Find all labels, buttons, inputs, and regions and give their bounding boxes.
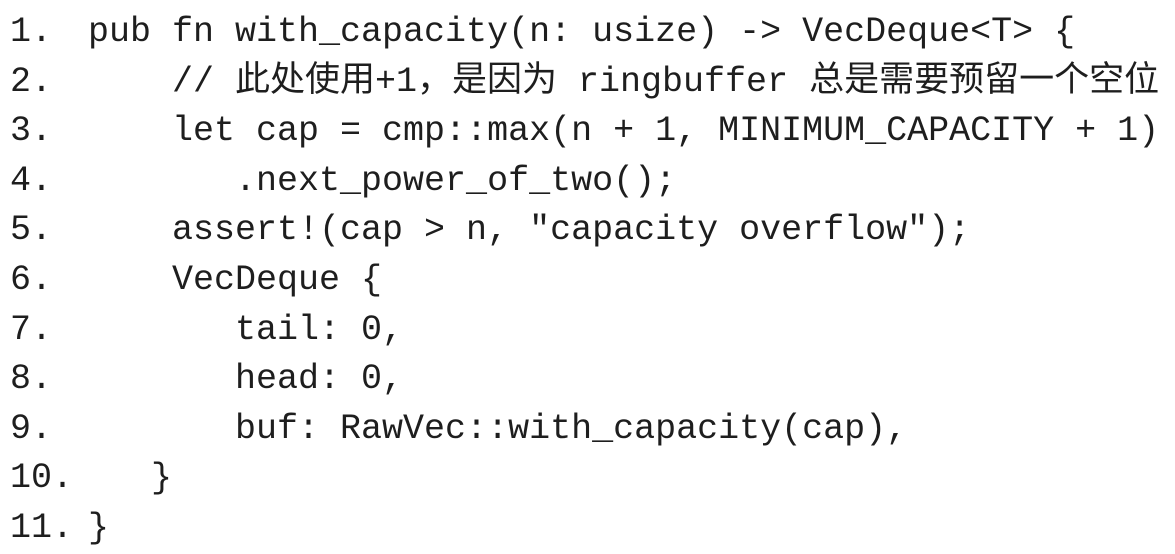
line-number: 3. [10,111,53,152]
code-text: } [88,507,110,548]
code-text: buf: RawVec::with_capacity(cap), [88,408,908,449]
line-number: 5. [10,210,53,251]
line-number: 10. [10,458,74,499]
code-text: } [88,458,173,499]
code-text: .next_power_of_two(); [88,160,677,201]
line-number: 9. [10,408,53,449]
code-text: tail: 0, [88,309,404,350]
code-text: head: 0, [88,359,404,400]
line-number: 6. [10,259,53,300]
code-text: VecDeque { [88,259,383,300]
code-comment: // 此处使用+1，是因为 ringbuffer 总是需要预留一个空位 [88,61,1160,102]
line-number: 4. [10,160,53,201]
line-number: 8. [10,359,53,400]
line-number: 2. [10,61,53,102]
code-text: let cap = cmp::max(n + 1, MINIMUM_CAPACI… [88,111,1160,152]
code-text: assert!(cap > n, "capacity overflow"); [88,210,971,251]
line-number: 7. [10,309,53,350]
line-number: 1. [10,12,53,52]
code-text: pub fn with_capacity(n: usize) -> VecDeq… [88,12,1076,52]
line-number: 11. [10,507,74,548]
